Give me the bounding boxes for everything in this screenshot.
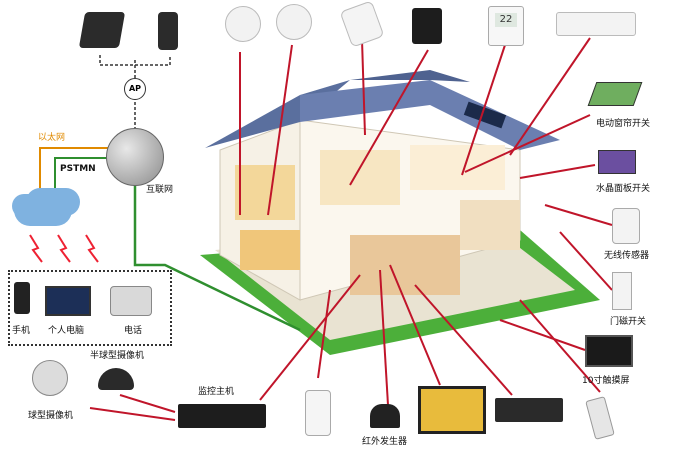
- mobile-phone-label: 手机: [12, 326, 31, 336]
- dome-camera-icon: [98, 368, 134, 390]
- ap-node: AP: [124, 78, 146, 100]
- door-sensor-icon: [612, 272, 632, 310]
- cloud-icon: [14, 194, 72, 226]
- crystal-panel-icon: [598, 150, 636, 174]
- room-upper-left: [235, 165, 295, 220]
- wall-panel-icon: [412, 8, 442, 44]
- ap-label: AP: [128, 84, 142, 93]
- terminal-devices-box: [8, 270, 172, 346]
- wireless-sensor-icon: [612, 208, 640, 244]
- remote-control-icon: [305, 390, 331, 436]
- air-conditioner-icon: [556, 12, 636, 36]
- telephone-icon: [110, 286, 152, 316]
- touch-screen-label: 10寸触摸屏: [582, 376, 630, 386]
- room-lower-center: [350, 235, 460, 295]
- thermostat-screen: 22: [495, 13, 517, 27]
- telephone-label: 电话: [124, 326, 143, 336]
- wireless-sensor-label: 无线传感器: [604, 251, 650, 261]
- dome-camera-label: 半球型摄像机: [90, 351, 145, 361]
- ethernet-label: 以太网: [38, 133, 66, 143]
- gas-detector-icon: [276, 4, 312, 40]
- personal-computer-icon: [45, 286, 91, 316]
- door-sensor-label: 门磁开关: [610, 317, 647, 327]
- internet-label: 互联网: [146, 185, 174, 195]
- curtain-switch-label: 电动窗帘开关: [596, 119, 651, 129]
- room-kitchen: [240, 230, 300, 270]
- monitor-host-icon: [178, 404, 266, 428]
- ball-camera-label: 球型摄像机: [28, 411, 74, 421]
- personal-computer-label: 个人电脑: [48, 326, 85, 336]
- ball-camera-icon: [32, 360, 68, 396]
- room-upper-right: [410, 145, 505, 190]
- smartphone-icon: [158, 12, 178, 50]
- crystal-panel-label: 水晶面板开关: [596, 184, 651, 194]
- infrared-label: 红外发生器: [362, 437, 408, 447]
- tablet-icon: [78, 12, 126, 48]
- house-roof-back: [350, 70, 470, 82]
- pstn-label: PSTMN: [60, 164, 96, 174]
- television-icon: [418, 386, 486, 434]
- curtain-switch-icon: [587, 82, 643, 106]
- thermostat-icon: 22: [488, 6, 524, 46]
- dvd-player-icon: [495, 398, 563, 422]
- solar-panel: [463, 101, 507, 129]
- infrared-emitter-icon: [370, 404, 400, 428]
- room-lower-right: [460, 200, 520, 250]
- touch-screen-icon: [585, 335, 633, 367]
- mobile-phone-icon: [14, 282, 30, 314]
- monitor-host-label: 监控主机: [198, 387, 235, 397]
- internet-globe-icon: [106, 128, 164, 186]
- room-upper-center: [320, 150, 400, 205]
- smoke-detector-icon: [225, 6, 261, 42]
- house-roof-main: [300, 80, 560, 150]
